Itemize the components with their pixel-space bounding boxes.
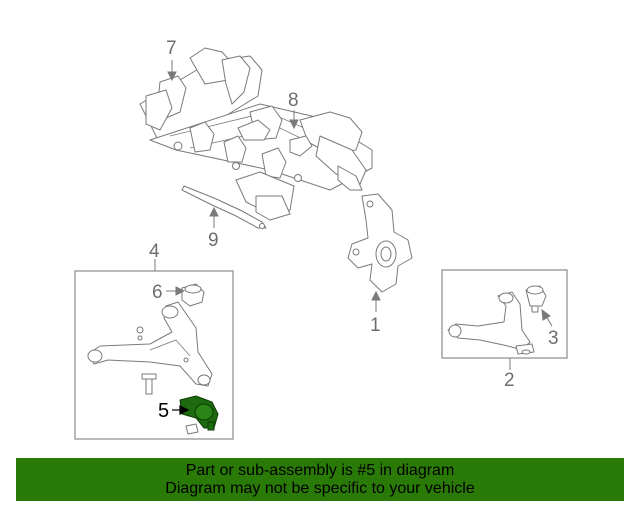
callout-5[interactable]: 5 — [158, 400, 169, 422]
callout-2[interactable]: 2 — [504, 370, 515, 391]
parts-diagram: 7 8 9 1 4 6 3 2 5 — [74, 38, 568, 440]
upper-control-arm-box — [441, 269, 568, 359]
ball-joint-3-illustration — [525, 285, 547, 313]
lower-control-arm-box — [74, 270, 234, 440]
upper-control-arm-illustration — [447, 291, 535, 355]
callout-6[interactable]: 6 — [152, 282, 163, 303]
info-banner: Part or sub-assembly is #5 in diagram Di… — [16, 458, 624, 501]
lower-control-arm-illustration — [87, 301, 213, 395]
leader-line-5 — [172, 405, 190, 415]
ball-joint-6-illustration — [181, 283, 205, 307]
leader-lines — [154, 60, 553, 370]
front-crossmember-illustration — [139, 47, 373, 221]
callout-9[interactable]: 9 — [208, 230, 219, 251]
banner-line-2: Diagram may not be specific to your vehi… — [165, 480, 475, 497]
steering-knuckle-illustration — [347, 193, 413, 293]
callout-4[interactable]: 4 — [149, 241, 160, 262]
callout-7[interactable]: 7 — [166, 38, 177, 59]
ball-joint-5-highlighted[interactable] — [179, 395, 219, 431]
callout-1[interactable]: 1 — [370, 315, 381, 336]
callout-8[interactable]: 8 — [288, 90, 299, 111]
stabilizer-bar-illustration — [181, 185, 267, 229]
banner-line-1: Part or sub-assembly is #5 in diagram — [185, 462, 455, 479]
nut-illustration — [185, 423, 199, 435]
callout-3[interactable]: 3 — [548, 328, 559, 349]
